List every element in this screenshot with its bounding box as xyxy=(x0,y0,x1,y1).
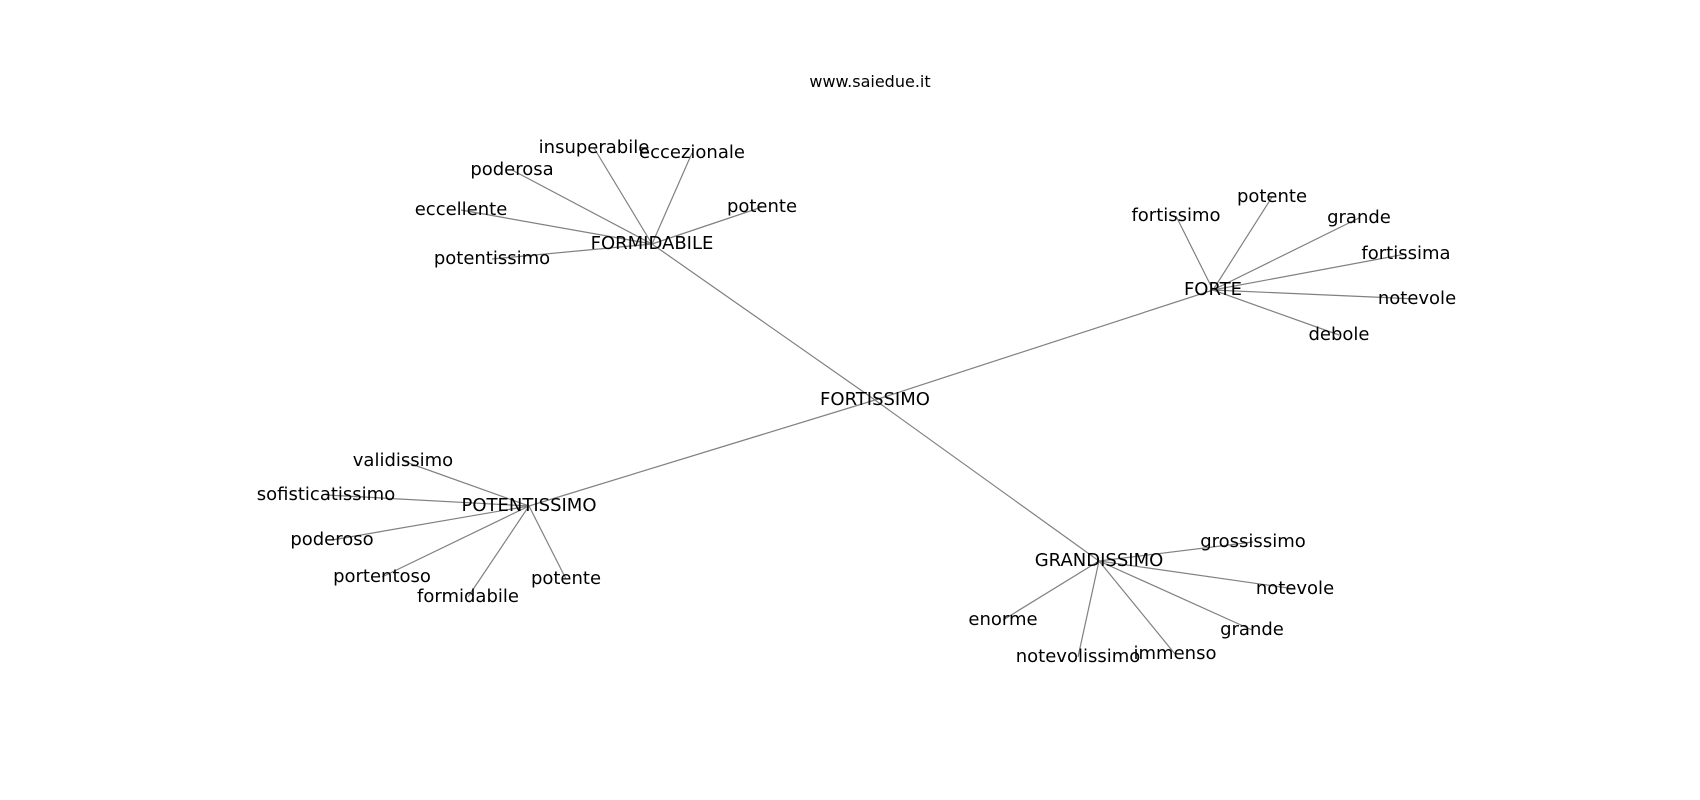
hub-node-label: GRANDISSIMO xyxy=(1035,550,1164,571)
leaf-node-label: grande xyxy=(1327,207,1391,228)
edge-hub-to-leaf xyxy=(402,460,530,507)
edge-hub-to-leaf xyxy=(491,243,653,260)
leaf-node-label: potentissimo xyxy=(434,248,550,269)
edge-hub-to-leaf xyxy=(460,209,653,245)
edge-hub-to-leaf xyxy=(528,505,567,580)
edge-hub-to-leaf xyxy=(1077,560,1100,658)
hub-node-label: FORMIDABILE xyxy=(591,233,714,254)
center-node-label: FORTISSIMO xyxy=(820,389,930,410)
edge-hub-to-leaf xyxy=(1002,560,1100,621)
watermark: www.saiedue.it xyxy=(809,72,930,91)
leaf-node-label: portentoso xyxy=(333,566,431,587)
leaf-node-label: grossissimo xyxy=(1200,531,1306,552)
leaf-node-label: validissimo xyxy=(353,450,453,471)
leaf-node-label: potente xyxy=(727,196,797,217)
edge-hub-to-leaf xyxy=(1212,289,1340,336)
leaf-node-label: formidabile xyxy=(417,586,519,607)
edge-hub-to-leaf xyxy=(381,505,530,578)
leaf-node-label: notevolissimo xyxy=(1016,646,1141,667)
leaf-node-label: fortissimo xyxy=(1131,205,1220,226)
leaf-node-label: poderosa xyxy=(470,159,553,180)
edge-hub-to-leaf xyxy=(1212,289,1418,300)
edge-hub-to-leaf xyxy=(1098,560,1176,655)
leaf-node-label: eccezionale xyxy=(639,142,745,163)
leaf-node-label: debole xyxy=(1308,324,1369,345)
hub-node-label: FORTE xyxy=(1184,279,1242,300)
edge-hub-to-leaf xyxy=(325,494,530,507)
edge-center-to-hub xyxy=(874,289,1214,401)
edge-hub-to-leaf xyxy=(511,169,653,245)
leaf-node-label: poderoso xyxy=(290,529,373,550)
leaf-node-label: potente xyxy=(531,568,601,589)
edge-hub-to-leaf xyxy=(1098,541,1254,562)
edge-hub-to-leaf xyxy=(1098,560,1296,590)
leaf-node-label: notevole xyxy=(1256,578,1334,599)
edge-hub-to-leaf xyxy=(1098,560,1253,631)
leaf-node-label: immenso xyxy=(1134,643,1217,664)
edge-hub-to-leaf xyxy=(1212,196,1273,291)
leaf-node-label: insuperabile xyxy=(539,137,650,158)
leaf-node-label: potente xyxy=(1237,186,1307,207)
edge-center-to-hub xyxy=(874,399,1100,562)
leaf-node-label: notevole xyxy=(1378,288,1456,309)
edge-hub-to-leaf xyxy=(651,152,693,245)
edge-center-to-hub xyxy=(651,243,876,401)
edge-hub-to-leaf xyxy=(1175,215,1214,291)
hub-node-label: POTENTISSIMO xyxy=(461,495,596,516)
leaf-node-label: enorme xyxy=(968,609,1037,630)
edge-hub-to-leaf xyxy=(1212,217,1360,291)
edge-hub-to-leaf xyxy=(593,147,653,245)
edge-hub-to-leaf xyxy=(467,505,530,598)
edge-hub-to-leaf xyxy=(651,206,763,245)
edge-center-to-hub xyxy=(528,399,876,507)
leaf-node-label: fortissima xyxy=(1361,243,1450,264)
leaf-node-label: sofisticatissimo xyxy=(257,484,395,505)
edge-hub-to-leaf xyxy=(331,505,530,541)
edge-hub-to-leaf xyxy=(1212,253,1407,291)
leaf-node-label: eccellente xyxy=(415,199,508,220)
leaf-node-label: grande xyxy=(1220,619,1284,640)
